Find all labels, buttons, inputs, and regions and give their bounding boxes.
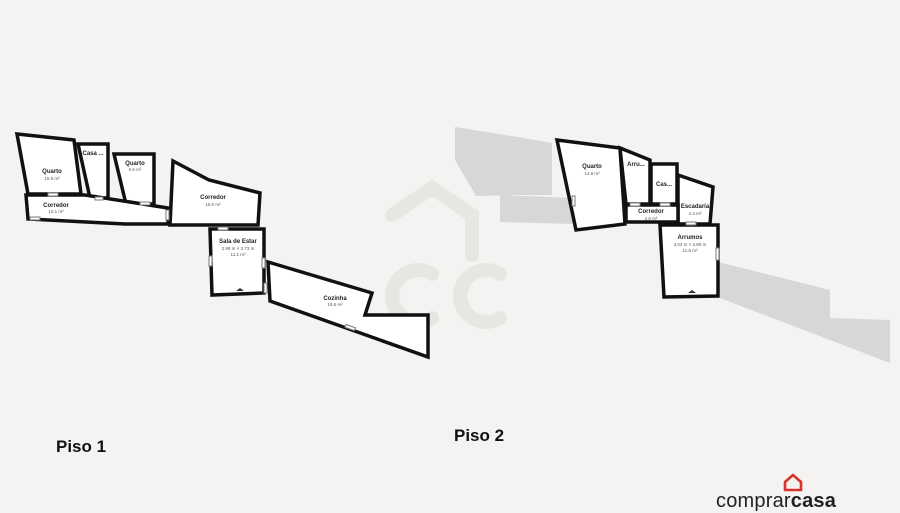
room-area: 11.6 m² [683, 248, 698, 253]
room-name: Arru... [627, 162, 645, 168]
room-dims: 3.03 m × 3.88 m [674, 242, 707, 247]
floor1-plan: Quarto 15.8 m² Casa ... Quarto 6.6 m² Co… [14, 132, 430, 360]
room-name: Corredor [200, 195, 226, 201]
floor-label-piso-2: Piso 2 [454, 426, 505, 445]
floor-label-piso-1: Piso 1 [56, 437, 107, 456]
room-name: Cozinha [323, 296, 347, 302]
brand-text-part1: comprar [716, 490, 791, 512]
room-name: Quarto [125, 161, 145, 167]
room-name: Sala de Estar [219, 239, 257, 245]
room-quarto-2 [111, 152, 156, 206]
room-area: 13.8 m² [584, 171, 600, 176]
room-area: 10.1 m² [48, 209, 64, 214]
room-arrumos [658, 223, 720, 299]
watermark-logo [385, 179, 507, 329]
brand-logo: comprarcasa [716, 490, 836, 513]
floor2-plan: Quarto 13.8 m² Arru... Cas... Escadaria … [554, 137, 720, 299]
room-name: Corredor [43, 203, 69, 209]
room-name: Quarto [42, 169, 62, 175]
room-area: 2.6 m² [645, 216, 658, 221]
room-area: 15.8 m² [44, 176, 60, 181]
room-name: Arrumos [677, 235, 703, 241]
room-quarto-3 [554, 137, 627, 232]
room-name: Escadaria [681, 204, 710, 210]
room-name: Casa ... [82, 151, 103, 157]
room-name: Cas... [656, 182, 672, 188]
brand-text-part2: casa [790, 490, 837, 512]
house-icon [783, 473, 803, 492]
room-cozinha [266, 259, 430, 360]
room-area: 11.1 m² [231, 252, 246, 257]
floor2-shadow [455, 127, 890, 363]
room-area: 19.6 m² [327, 302, 343, 307]
room-escadaria [676, 172, 715, 226]
room-arrumos-small [617, 145, 652, 206]
room-area: 15.0 m² [205, 202, 221, 207]
room-dims: 2.98 m × 3.73 m [222, 246, 255, 251]
room-corredor-1 [168, 158, 262, 227]
room-name: Corredor [638, 209, 664, 215]
room-area: 4.4 m² [689, 211, 702, 216]
room-name: Quarto [582, 164, 602, 170]
room-quarto-1 [14, 132, 83, 196]
room-area: 6.6 m² [129, 167, 142, 172]
room-corredor-2 [24, 193, 170, 226]
